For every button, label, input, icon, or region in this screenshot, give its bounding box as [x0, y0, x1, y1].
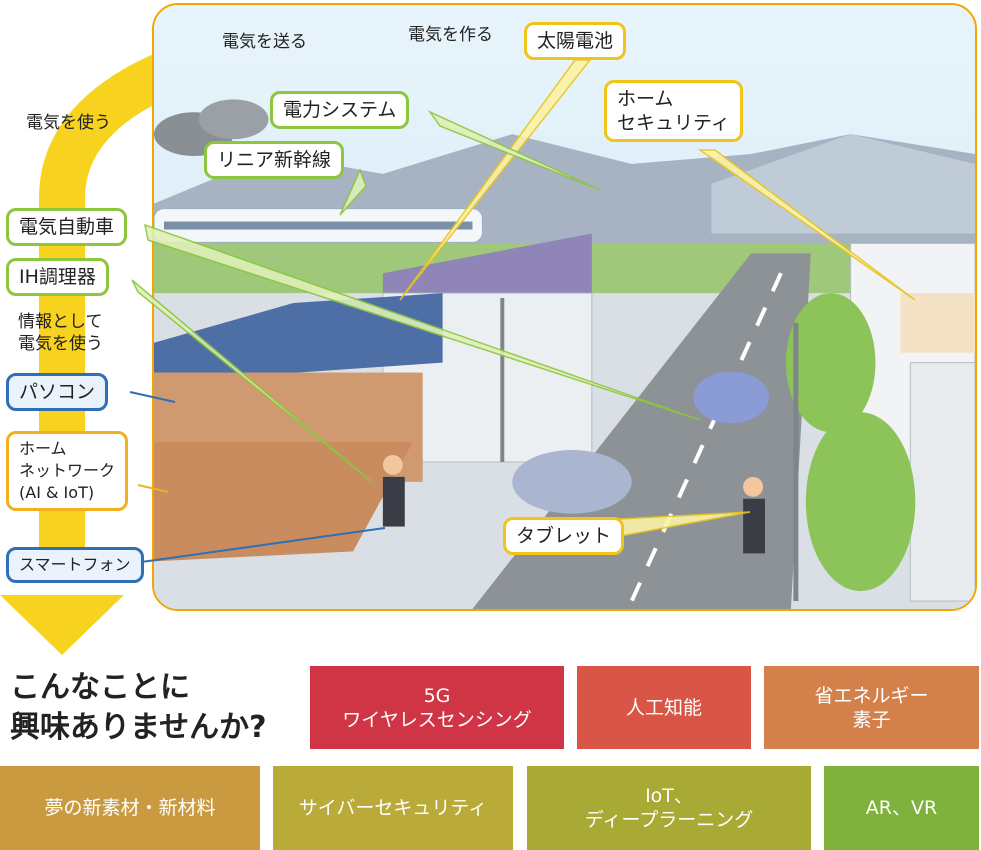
callout-home-security: ホーム セキュリティ [604, 80, 743, 142]
question-line1: こんなことに [10, 670, 190, 705]
info-label-line1: 情報として [18, 312, 103, 332]
topic-label: サイバーセキュリティ [298, 797, 488, 819]
home-network-line1: ホーム [19, 439, 67, 458]
topic-label: 夢の新素材・新材料 [44, 797, 216, 819]
topic-label: IoT、 [645, 785, 693, 807]
callout-home-network: ホーム ネットワーク (AI & IoT) [6, 431, 129, 511]
callout-linear-shinkansen: リニア新幹線 [204, 141, 345, 179]
callout-electric-vehicle: 電気自動車 [6, 208, 128, 246]
topic-label: 5G [423, 684, 451, 707]
topic-new-materials[interactable]: 夢の新素材・新材料 [0, 766, 260, 850]
home-network-line3: (AI & IoT) [19, 483, 95, 502]
home-security-line2: セキュリティ [617, 112, 730, 134]
callout-power-system: 電力システム [270, 91, 410, 129]
home-security-line1: ホーム [617, 88, 674, 110]
callout-pc: パソコン [6, 373, 109, 411]
info-electricity-label: 情報として 電気を使う [18, 311, 103, 355]
home-network-line2: ネットワーク [19, 461, 116, 480]
topic-label: 素子 [852, 708, 891, 731]
topic-energy-saving-devices[interactable]: 省エネルギー素子 [764, 666, 979, 749]
callout-tablet: タブレット [503, 517, 625, 555]
callout-smartphone: スマートフォン [6, 547, 144, 583]
topic-label: 省エネルギー [814, 684, 929, 707]
send-electricity-label: 電気を送る [222, 32, 307, 52]
topic-ai[interactable]: 人工知能 [577, 666, 751, 749]
callout-solar-cell: 太陽電池 [524, 22, 627, 60]
topic-ar-vr[interactable]: AR、VR [824, 766, 979, 850]
question-heading: こんなことに 興味ありませんか? [10, 668, 267, 748]
use-electricity-label: 電気を使う [26, 113, 111, 133]
topic-label: ワイヤレスセンシング [342, 708, 532, 731]
make-electricity-label: 電気を作る [408, 25, 493, 45]
topic-iot-deep-learning[interactable]: IoT、ディープラーニング [527, 766, 811, 850]
topic-label: 人工知能 [625, 696, 702, 719]
callout-ih-cooker: IH調理器 [6, 258, 109, 296]
topic-label: ディープラーニング [584, 809, 754, 831]
topic-label: AR、VR [865, 797, 938, 819]
topic-cyber-security[interactable]: サイバーセキュリティ [273, 766, 513, 850]
info-label-line2: 電気を使う [18, 334, 103, 354]
question-line2: 興味ありませんか? [10, 710, 267, 745]
